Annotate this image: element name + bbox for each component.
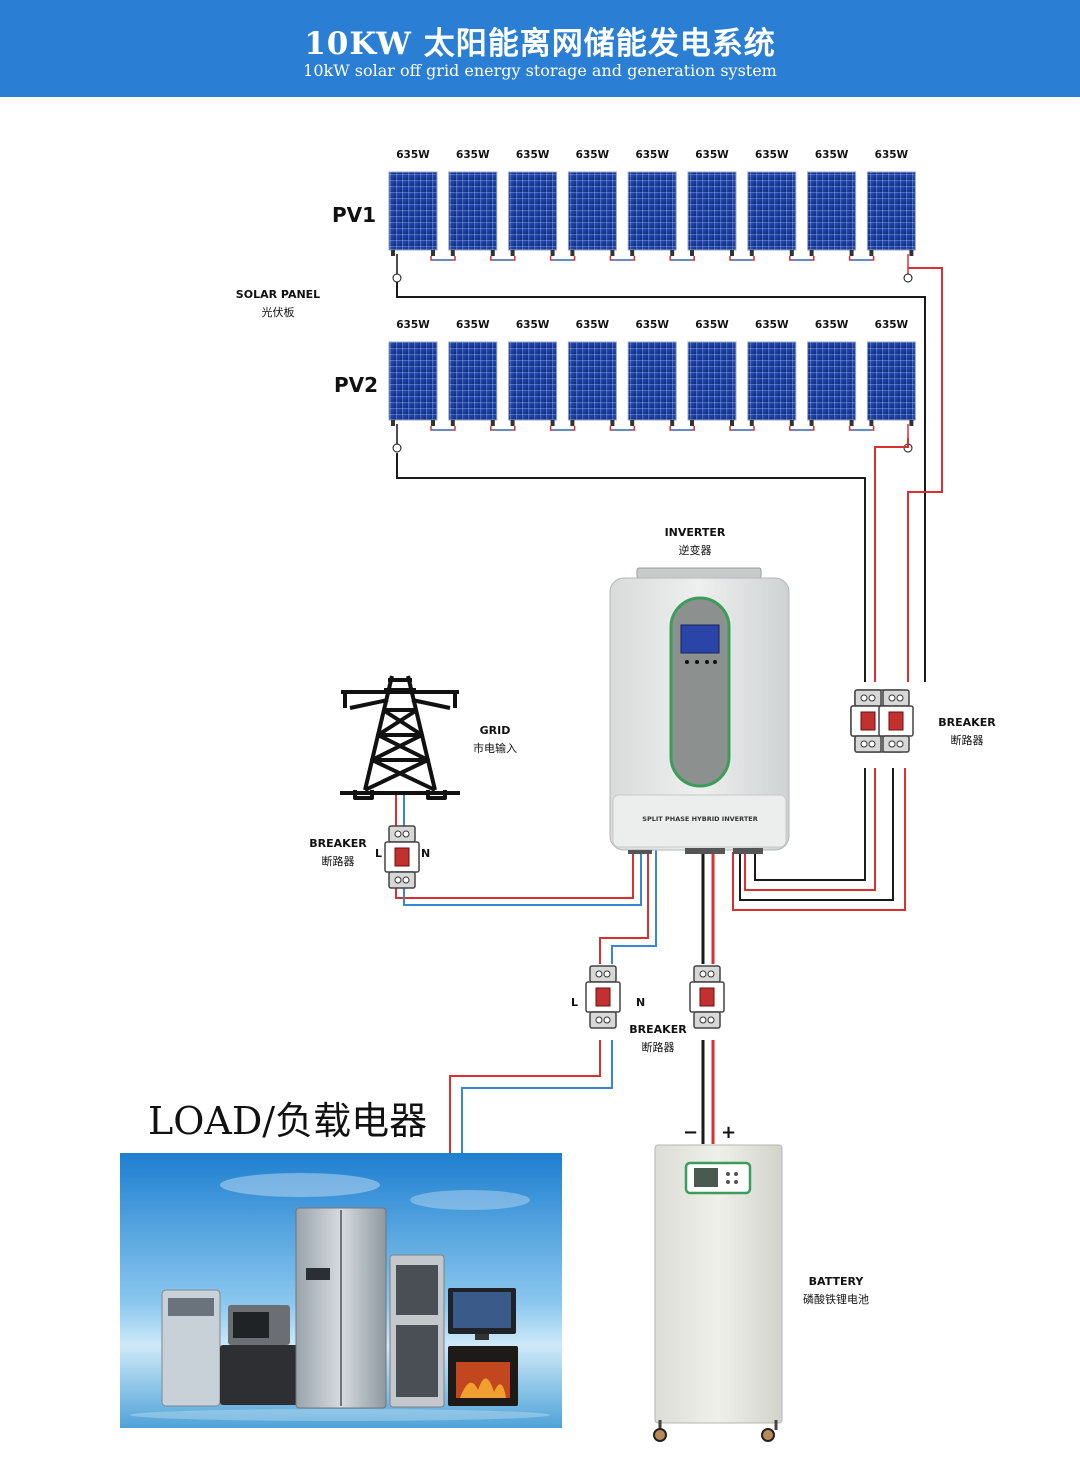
battery-breaker xyxy=(689,965,725,1029)
panel-rating-label: 635W xyxy=(695,319,729,331)
pv-breaker-label-en: BREAKER xyxy=(938,716,996,729)
panel-rating-label: 635W xyxy=(695,149,729,161)
panel-rating-label: 635W xyxy=(576,319,610,331)
inverter-unit xyxy=(609,567,790,854)
battery-label-en: BATTERY xyxy=(808,1275,864,1288)
panel-rating-label: 635W xyxy=(576,149,610,161)
inverter-label: INVERTER 逆变器 xyxy=(645,526,745,558)
string-negative-terminal xyxy=(392,273,402,283)
solar-panel-label: SOLAR PANEL 光伏板 xyxy=(228,288,328,320)
panel-rating-label: 635W xyxy=(635,149,669,161)
panel-rating-label: 635W xyxy=(456,149,490,161)
grid-label: GRID 市电输入 xyxy=(455,724,535,756)
panel-rating-label: 635W xyxy=(396,319,430,331)
load-breaker-label-cn: 断路器 xyxy=(641,1041,675,1054)
panel-rating-label: 635W xyxy=(875,149,909,161)
pv-array: 635W 635W 635W 635W 635W 635W 635W 635W 635W 635W… xyxy=(388,149,916,453)
pv-breaker-label: BREAKER 断路器 xyxy=(927,716,1007,748)
grid-label-cn: 市电输入 xyxy=(473,742,517,755)
string-positive-terminal xyxy=(903,273,913,283)
solar-panel: 635W xyxy=(508,319,558,426)
grid-label-en: GRID xyxy=(479,724,511,737)
solar-panel: 635W xyxy=(687,149,737,256)
load-breaker-label-en: BREAKER xyxy=(629,1023,687,1036)
grid-breaker-label-en: BREAKER xyxy=(309,837,367,850)
load-wiring xyxy=(449,850,657,1153)
header-banner: 10KW 太阳能离网储能发电系统 10kW solar off grid ene… xyxy=(0,0,1080,97)
battery-plus-sign: + xyxy=(721,1122,737,1143)
panel-rating-label: 635W xyxy=(635,319,669,331)
solar-panel-label-cn: 光伏板 xyxy=(261,306,295,319)
solar-panel: 635W xyxy=(687,319,737,426)
solar-panel: 635W xyxy=(567,319,617,426)
solar-panel: 635W xyxy=(388,149,438,256)
solar-panel: 635W xyxy=(866,319,916,426)
panel-rating-label: 635W xyxy=(815,149,849,161)
inverter-body-text: SPLIT PHASE HYBRID INVERTER xyxy=(642,815,758,823)
solar-panel: 635W xyxy=(627,149,677,256)
solar-panel: 635W xyxy=(388,319,438,426)
grid-breaker-n: N xyxy=(421,847,431,860)
load-breaker-n: N xyxy=(636,996,646,1009)
grid-breaker xyxy=(384,825,420,889)
solar-panel: 635W xyxy=(627,319,677,426)
solar-panel: 635W xyxy=(807,149,857,256)
solar-panel: 635W xyxy=(866,149,916,256)
pv-breaker-label-cn: 断路器 xyxy=(950,734,984,747)
grid-breaker-label-cn: 断路器 xyxy=(321,855,355,868)
panel-rating-label: 635W xyxy=(815,319,849,331)
load-breaker-label: BREAKER 断路器 xyxy=(618,1023,698,1055)
panel-rating-label: 635W xyxy=(516,319,550,331)
grid-tower-icon xyxy=(340,675,460,800)
load-appliances-image xyxy=(120,1153,562,1428)
solar-panel: 635W xyxy=(508,149,558,256)
title-english: 10kW solar off grid energy storage and g… xyxy=(303,61,777,80)
pv-wiring xyxy=(396,267,943,682)
grid-breaker-l: L xyxy=(375,847,383,860)
pv-breaker-pole-a xyxy=(850,689,886,753)
panel-rating-label: 635W xyxy=(755,319,789,331)
solar-panel: 635W xyxy=(448,319,498,426)
grid-breaker-label: BREAKER 断路器 xyxy=(298,837,378,869)
string-negative-terminal xyxy=(392,443,402,453)
grid-wiring xyxy=(395,795,642,906)
pv-breaker-pole-b xyxy=(878,689,914,753)
panel-rating-label: 635W xyxy=(755,149,789,161)
panel-rating-label: 635W xyxy=(396,149,430,161)
title-chinese: 10KW 太阳能离网储能发电系统 xyxy=(304,26,776,62)
solar-panel-label-en: SOLAR PANEL xyxy=(235,288,321,301)
panel-rating-label: 635W xyxy=(456,319,490,331)
load-title: LOAD/负载电器 xyxy=(148,1099,428,1143)
load-breaker xyxy=(585,965,621,1029)
solar-panel: 635W xyxy=(747,319,797,426)
panel-rating-label: 635W xyxy=(875,319,909,331)
battery-label: BATTERY 磷酸铁锂电池 xyxy=(786,1275,886,1307)
load-breaker-l: L xyxy=(571,996,579,1009)
battery-wiring xyxy=(701,852,715,1144)
battery-minus-sign: − xyxy=(683,1122,699,1143)
pv2-label: PV2 xyxy=(334,373,379,397)
panel-rating-label: 635W xyxy=(516,149,550,161)
pv1-label: PV1 xyxy=(332,203,377,227)
solar-panel: 635W xyxy=(747,149,797,256)
solar-panel: 635W xyxy=(567,149,617,256)
inverter-label-en: INVERTER xyxy=(664,526,726,539)
inverter-label-cn: 逆变器 xyxy=(678,544,712,557)
pv-to-inverter-wiring xyxy=(732,768,906,911)
solar-panel: 635W xyxy=(448,149,498,256)
solar-panel: 635W xyxy=(807,319,857,426)
battery-cabinet xyxy=(653,1144,783,1442)
battery-label-cn: 磷酸铁锂电池 xyxy=(803,1293,869,1306)
